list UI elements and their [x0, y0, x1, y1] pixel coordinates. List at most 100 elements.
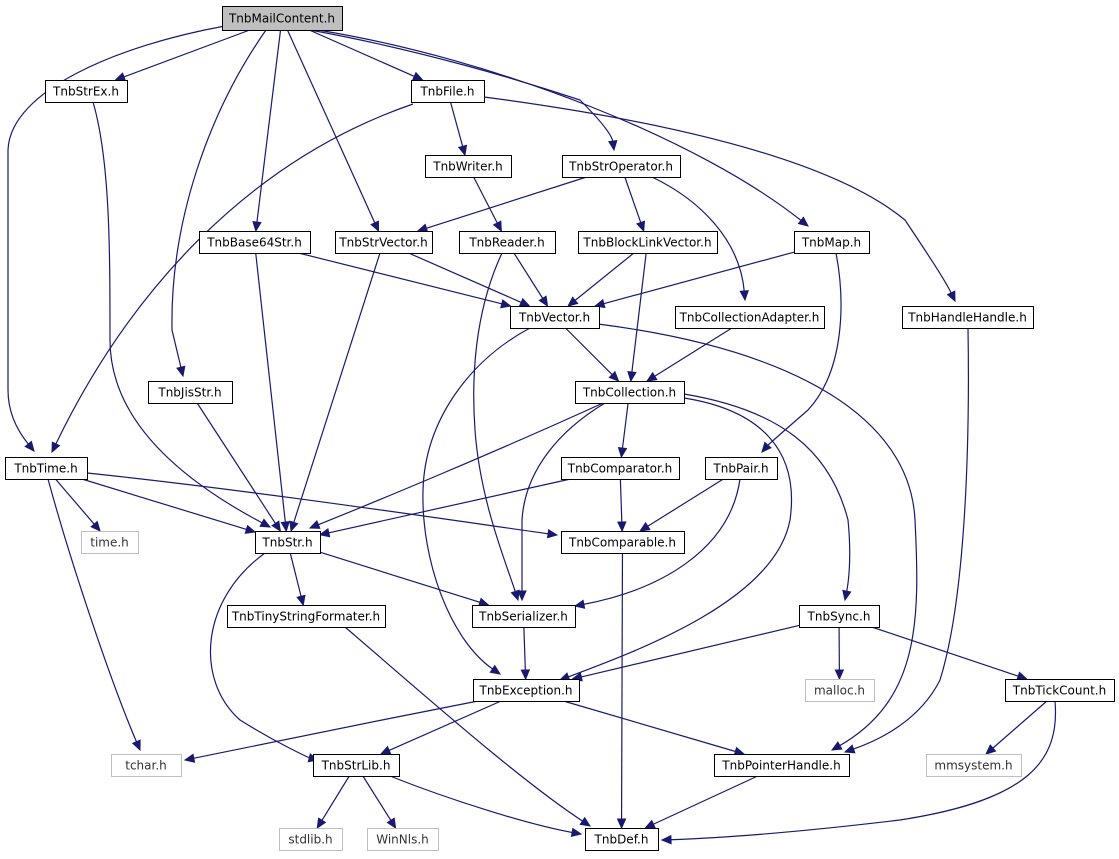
edge-comparable-to-def: [616, 552, 627, 830]
edge-line: [483, 96, 953, 295]
node-comparator[interactable]: TnbComparator.h: [561, 457, 680, 480]
arrowhead: [416, 223, 429, 233]
node-box: [714, 754, 850, 777]
edge-exc-to-tchar: [183, 700, 479, 763]
node-label: TnbReader.h: [468, 236, 544, 250]
node-b64[interactable]: TnbBase64Str.h: [199, 231, 311, 254]
arrowhead: [1016, 671, 1028, 681]
edge-mail-to-file: [308, 29, 424, 81]
node-strlib[interactable]: TnbStrLib.h: [313, 754, 400, 777]
node-str[interactable]: TnbStr.h: [255, 531, 321, 554]
node-colladapt[interactable]: TnbCollectionAdapter.h: [675, 306, 825, 329]
arrowhead: [477, 597, 490, 607]
node-exc[interactable]: TnbException.h: [473, 679, 580, 702]
edge-line: [171, 29, 267, 369]
arrowhead: [24, 440, 35, 452]
edge-line: [7, 25, 226, 446]
edge-sync-to-malloc: [834, 626, 845, 681]
node-file[interactable]: TnbFile.h: [411, 80, 485, 103]
edge-hhandle-to-ptrh: [843, 327, 969, 754]
arrowhead: [546, 528, 559, 539]
edge-strop-to-blvec: [624, 176, 646, 233]
edge-line: [871, 626, 1020, 678]
node-pair[interactable]: TnbPair.h: [705, 457, 778, 480]
edge-line: [292, 252, 381, 524]
arrowhead: [271, 520, 282, 533]
node-tick[interactable]: TnbTickCount.h: [1005, 679, 1115, 702]
edge-sync-to-tick: [871, 626, 1028, 681]
arrowhead: [538, 295, 549, 308]
edge-str-to-tsf: [289, 552, 306, 607]
arrowhead: [131, 739, 141, 752]
edge-blvec-to-coll: [627, 252, 647, 383]
edge-line: [597, 323, 918, 747]
edge-blvec-to-vector: [567, 252, 635, 307]
edge-reader-to-serial: [473, 252, 520, 602]
arrowhead: [608, 139, 618, 152]
arrowhead: [644, 819, 656, 829]
edge-line: [631, 252, 647, 374]
node-coll[interactable]: TnbCollection.h: [575, 381, 685, 404]
arrowhead: [176, 365, 186, 378]
node-strex[interactable]: TnbStrEx.h: [45, 80, 128, 103]
arrowhead: [289, 520, 299, 533]
node-label: TnbComparator.h: [567, 462, 673, 476]
arrowhead: [280, 521, 290, 533]
node-sync[interactable]: TnbSync.h: [799, 605, 880, 628]
node-box: [222, 6, 343, 31]
arrowhead: [518, 297, 531, 307]
node-writer[interactable]: TnbWriter.h: [425, 155, 512, 178]
node-serial[interactable]: TnbSerializer.h: [472, 605, 576, 628]
node-blvec[interactable]: TnbBlockLinkVector.h: [578, 231, 718, 254]
edge-line: [449, 101, 464, 148]
edge-tick-to-mmsys: [985, 700, 1048, 755]
node-map[interactable]: TnbMap.h: [794, 231, 870, 254]
node-label: TnbPair.h: [712, 462, 768, 476]
edge-strlib-to-stdlib: [316, 775, 350, 830]
edge-pair-to-comparable: [639, 478, 724, 532]
edge-comparator-to-str: [318, 478, 571, 538]
node-reader[interactable]: TnbReader.h: [459, 231, 556, 254]
arrowhead: [830, 741, 843, 751]
edge-line: [255, 252, 287, 524]
node-tchar: tchar.h: [111, 754, 182, 777]
node-jis[interactable]: TnbJisStr.h: [148, 381, 233, 404]
arrowhead: [520, 669, 531, 681]
edge-map-to-pair: [761, 252, 842, 453]
node-ptrh[interactable]: TnbPointerHandle.h: [714, 754, 850, 777]
arrowhead: [946, 290, 956, 303]
node-comparable[interactable]: TnbComparable.h: [561, 531, 685, 554]
node-time[interactable]: TnbTime.h: [5, 457, 88, 480]
node-label: TnbPointerHandle.h: [721, 759, 840, 773]
edge-file-to-writer: [449, 101, 468, 157]
node-winnls: WinNls.h: [367, 828, 439, 851]
edge-line: [602, 251, 795, 305]
node-strop[interactable]: TnbStrOperator.h: [562, 155, 681, 178]
edges-layer: [7, 25, 1057, 845]
edge-line: [669, 700, 1057, 841]
edge-line: [651, 176, 745, 293]
edge-line: [308, 29, 416, 78]
edge-comparator-to-comparable: [617, 478, 627, 533]
arrowhead: [386, 817, 397, 830]
arrowhead: [627, 370, 637, 383]
edge-line: [362, 775, 392, 822]
node-hhandle[interactable]: TnbHandleHandle.h: [902, 306, 1034, 329]
edge-coll-to-sync: [683, 393, 852, 602]
node-mail[interactable]: TnbMailContent.h: [222, 6, 343, 31]
node-box: [926, 754, 1022, 777]
node-box: [578, 231, 718, 254]
node-box: [705, 457, 778, 480]
edge-line: [86, 472, 550, 535]
arrowhead: [608, 370, 620, 382]
node-strvec[interactable]: TnbStrVector.h: [335, 231, 433, 254]
edge-tick-to-def: [660, 700, 1057, 845]
node-vector[interactable]: TnbVector.h: [510, 306, 600, 329]
node-def[interactable]: TnbDef.h: [585, 828, 659, 851]
edge-line: [473, 252, 517, 593]
node-box: [313, 754, 400, 777]
arrowhead: [567, 296, 579, 307]
node-tsf[interactable]: TnbTinyStringFormater.h: [227, 605, 386, 628]
arrowhead: [510, 589, 520, 602]
